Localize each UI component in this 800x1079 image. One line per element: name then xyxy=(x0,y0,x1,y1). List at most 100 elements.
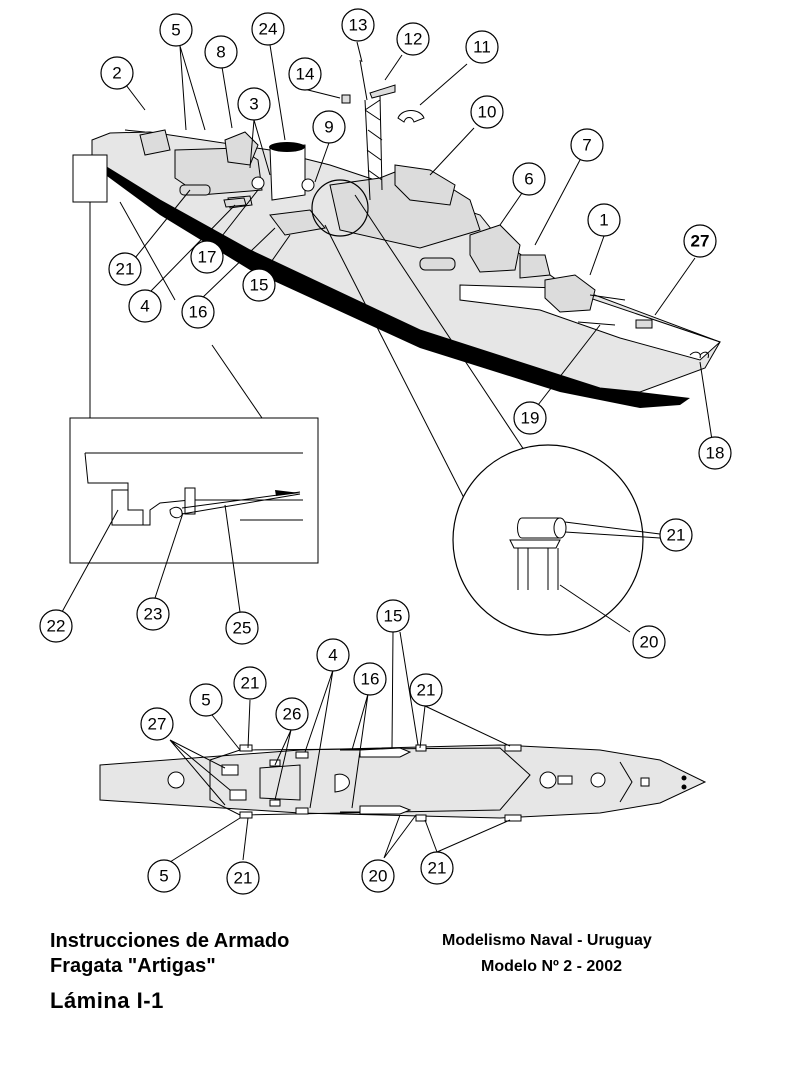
title-line-1: Instrucciones de Armado xyxy=(50,930,290,952)
svg-text:5: 5 xyxy=(201,691,210,710)
aft-gun-barrel xyxy=(124,129,146,133)
svg-text:20: 20 xyxy=(369,867,388,886)
svg-text:5: 5 xyxy=(159,867,168,886)
callout-23: 23 xyxy=(136,597,170,631)
svg-text:27: 27 xyxy=(148,715,167,734)
callout-21: 21 xyxy=(659,518,693,552)
callout-11: 11 xyxy=(465,30,499,64)
leader-lines-side xyxy=(89,41,713,501)
callouts-stern-detail: 22 23 25 xyxy=(39,597,259,645)
svg-text:27: 27 xyxy=(691,232,710,251)
svg-text:21: 21 xyxy=(417,681,436,700)
publisher-label: Modelismo Naval - Uruguay xyxy=(442,932,652,949)
callout-13: 13 xyxy=(341,8,375,42)
searchlight xyxy=(251,176,265,190)
plan-hull xyxy=(99,744,707,819)
svg-text:15: 15 xyxy=(250,276,269,295)
b-turret xyxy=(469,224,521,273)
callout-20: 20 xyxy=(361,859,395,893)
callouts-side: 1 2 3 4 5 6 7 8 9 10 11 12 13 14 15 16 1… xyxy=(100,8,732,470)
svg-text:9: 9 xyxy=(324,118,333,137)
svg-text:21: 21 xyxy=(234,869,253,888)
svg-text:21: 21 xyxy=(116,260,135,279)
svg-text:14: 14 xyxy=(296,65,315,84)
callout-14: 14 xyxy=(288,57,322,91)
svg-text:6: 6 xyxy=(524,170,533,189)
plate-label: Lámina I-1 xyxy=(50,988,164,1013)
svg-text:17: 17 xyxy=(198,248,217,267)
callout-24: 24 xyxy=(251,12,285,46)
callout-21: 21 xyxy=(108,252,142,286)
callout-4: 4 xyxy=(128,289,162,323)
callout-5: 5 xyxy=(189,683,223,717)
svg-text:21: 21 xyxy=(428,859,447,878)
torpedo-tube-aft xyxy=(179,184,211,196)
model-label: Modelo Nº 2 - 2002 xyxy=(481,958,622,975)
anchor-chain xyxy=(577,321,616,326)
svg-text:26: 26 xyxy=(283,705,302,724)
ship-plan-view xyxy=(99,744,707,822)
callout-18: 18 xyxy=(698,436,732,470)
callout-16: 16 xyxy=(181,295,215,329)
svg-text:12: 12 xyxy=(404,30,423,49)
detail-locator-circle xyxy=(311,179,369,237)
bridge-block xyxy=(394,164,456,206)
radar-antenna xyxy=(369,84,396,99)
lattice-mast xyxy=(364,94,383,201)
callout-22: 22 xyxy=(39,609,73,643)
svg-text:7: 7 xyxy=(582,136,591,155)
callouts-davit-detail: 21 20 xyxy=(632,518,693,659)
callout-26: 26 xyxy=(275,697,309,731)
a-turret xyxy=(544,274,596,313)
svg-text:3: 3 xyxy=(249,95,258,114)
callout-9: 9 xyxy=(312,110,346,144)
svg-text:19: 19 xyxy=(521,409,540,428)
callout-2: 2 xyxy=(100,56,134,90)
callout-27: 27 xyxy=(683,224,717,258)
callout-25: 25 xyxy=(225,611,259,645)
small-light xyxy=(341,94,351,104)
svg-text:18: 18 xyxy=(706,444,725,463)
svg-text:4: 4 xyxy=(140,297,149,316)
callout-19: 19 xyxy=(513,401,547,435)
callout-12: 12 xyxy=(396,22,430,56)
callout-6: 6 xyxy=(512,162,546,196)
a-turret-barrel xyxy=(589,294,626,301)
aft-gun-mount xyxy=(139,129,171,156)
svg-text:16: 16 xyxy=(189,303,208,322)
callout-10: 10 xyxy=(470,95,504,129)
callout-21: 21 xyxy=(420,851,454,885)
svg-text:10: 10 xyxy=(478,103,497,122)
director-aft xyxy=(224,131,259,166)
callout-21: 21 xyxy=(233,666,267,700)
torpedo-tube-fwd xyxy=(419,257,456,271)
callout-17: 17 xyxy=(190,240,224,274)
callout-1: 1 xyxy=(587,203,621,237)
davit-detail-view xyxy=(452,444,661,636)
callout-21: 21 xyxy=(226,861,260,895)
svg-text:20: 20 xyxy=(640,633,659,652)
callout-20: 20 xyxy=(632,625,666,659)
svg-text:4: 4 xyxy=(328,646,337,665)
svg-text:13: 13 xyxy=(349,16,368,35)
svg-text:21: 21 xyxy=(667,526,686,545)
callout-5: 5 xyxy=(147,859,181,893)
callout-5: 5 xyxy=(159,13,193,47)
callout-15: 15 xyxy=(376,599,410,633)
title-line-2: Fragata "Artigas" xyxy=(50,955,216,977)
leader-lines-plan xyxy=(169,631,511,863)
svg-text:16: 16 xyxy=(361,670,380,689)
callouts-plan: 15 4 16 21 21 26 5 27 5 21 20 21 xyxy=(140,599,454,895)
stern-detail-locator xyxy=(72,154,108,203)
ship-isometric-view xyxy=(72,59,721,408)
pedestal xyxy=(301,178,315,192)
callout-16: 16 xyxy=(353,662,387,696)
svg-text:2: 2 xyxy=(112,64,121,83)
stern-detail-view xyxy=(61,417,319,613)
callout-21: 21 xyxy=(409,673,443,707)
callout-15: 15 xyxy=(242,268,276,302)
svg-text:15: 15 xyxy=(384,607,403,626)
funnel xyxy=(269,144,306,201)
svg-text:22: 22 xyxy=(47,617,66,636)
